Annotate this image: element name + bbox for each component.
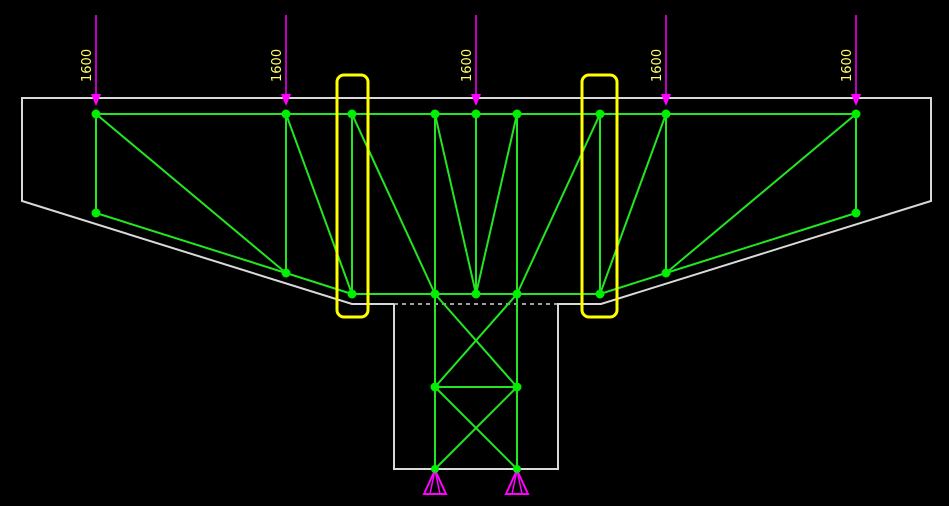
support-right-pin-hatch-right	[516, 469, 523, 495]
node-l4	[430, 289, 440, 299]
member-a3-l4	[351, 113, 436, 295]
node-l9	[851, 208, 861, 218]
member-a9-l8	[665, 113, 857, 274]
load-4-label: 1600	[650, 49, 665, 82]
load-1-label: 1600	[80, 49, 95, 82]
node-a3	[347, 109, 357, 119]
load-5-label: 1600	[840, 49, 855, 82]
load-3-label: 1600	[460, 49, 475, 82]
node-a8	[661, 109, 671, 119]
support-left-node	[431, 465, 439, 473]
node-a9	[851, 109, 861, 119]
member-a2-l3	[285, 113, 353, 295]
node-a2	[281, 109, 291, 119]
supports	[422, 465, 530, 495]
node-l7	[595, 289, 605, 299]
support-left-pin-hatch-right	[434, 469, 441, 495]
member-m2-s1	[434, 386, 518, 470]
applied-loads: 1600 1600 1600 1600 1600	[80, 15, 861, 106]
node-l3	[347, 289, 357, 299]
node-l6	[512, 289, 522, 299]
load-2-arrow-head-icon	[281, 94, 291, 106]
node-a1	[91, 109, 101, 119]
member-a4-l5	[434, 113, 477, 295]
node-a6	[512, 109, 522, 119]
node-m2	[512, 382, 522, 392]
support-left-pin-icon	[422, 467, 448, 495]
member-a6-l5	[475, 113, 518, 295]
member-a1-l2	[95, 113, 287, 274]
node-l5	[471, 289, 481, 299]
node-a7	[595, 109, 605, 119]
highlight-right-tie	[580, 73, 619, 319]
load-1-arrow-head-icon	[91, 94, 101, 106]
load-3-arrow-head-icon	[471, 94, 481, 106]
member-a7-l6	[516, 113, 601, 295]
member-l2-l3	[285, 272, 353, 295]
member-a8-l7	[599, 113, 667, 295]
support-right-pin-icon	[504, 467, 530, 495]
support-right-node	[513, 465, 521, 473]
load-4-arrow-head-icon	[661, 94, 671, 106]
truss-members	[95, 113, 857, 470]
load-2-label: 1600	[270, 49, 285, 82]
truss-nodes	[91, 109, 861, 392]
member-l9-l8	[665, 212, 857, 274]
member-l8-l7	[599, 272, 667, 295]
node-m1	[430, 382, 440, 392]
outline-main	[21, 97, 932, 470]
node-l8	[661, 268, 671, 278]
tie-highlights	[335, 73, 619, 319]
node-a4	[430, 109, 440, 119]
load-5-arrow-head-icon	[851, 94, 861, 106]
member-l1-l2	[95, 212, 287, 274]
highlight-left-tie	[335, 73, 370, 319]
member-l6-m1	[434, 293, 518, 388]
node-l1	[91, 208, 101, 218]
node-l2	[281, 268, 291, 278]
support-left-pin-hatch-left	[429, 469, 436, 495]
node-a5	[471, 109, 481, 119]
support-right-pin-hatch-left	[511, 469, 518, 495]
concrete-outline	[21, 97, 932, 470]
